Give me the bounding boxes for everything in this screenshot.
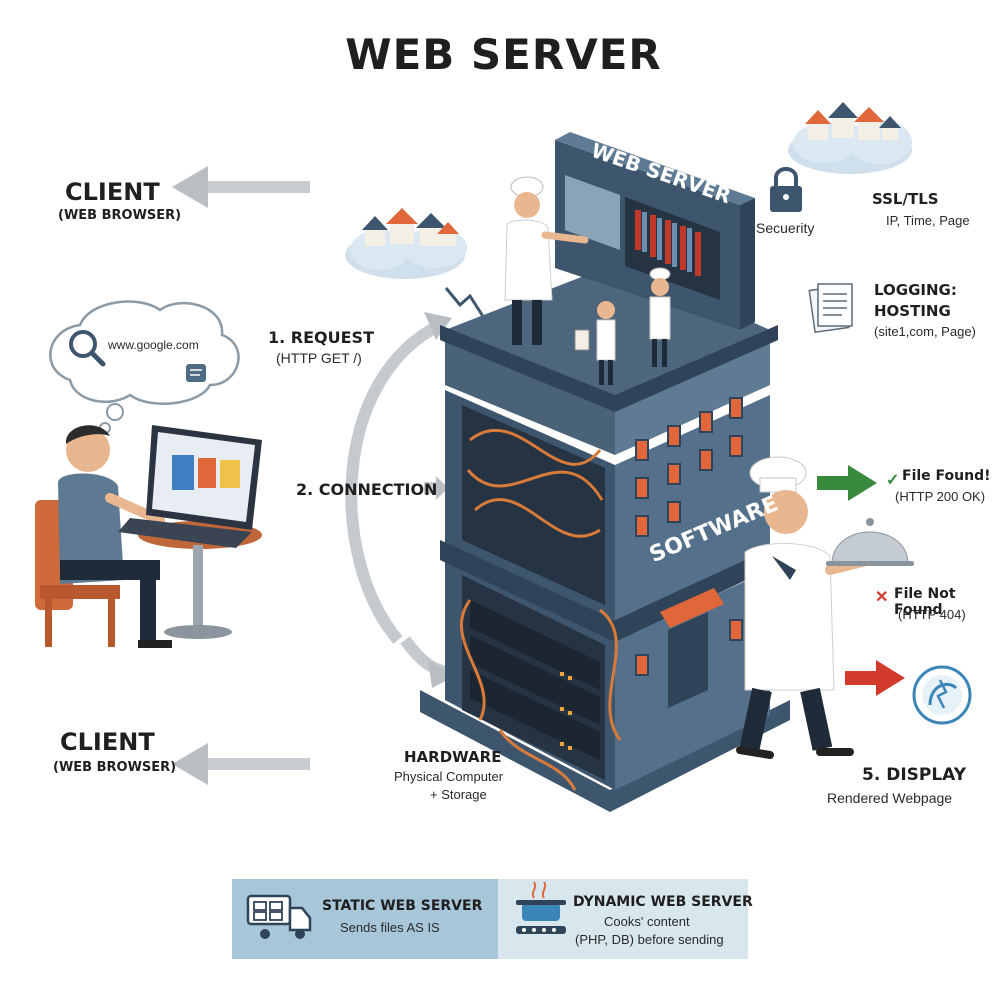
- connection-arrow: [424, 476, 448, 500]
- chef-small-2: [649, 267, 671, 367]
- cooking-pot-icon: [516, 881, 566, 934]
- hardware-line1: Physical Computer: [394, 769, 504, 784]
- client-bottom-sub: (WEB BROWSER): [53, 760, 177, 775]
- client-top-heading: CLIENT: [65, 178, 160, 206]
- connection-heading: 2. CONNECTION: [296, 480, 438, 499]
- server-building: [420, 132, 790, 812]
- search-icon: [69, 330, 97, 358]
- client-person-illustration: [35, 425, 262, 648]
- dynamic-line1: Cooks' content: [604, 914, 690, 929]
- static-desc: Sends files AS IS: [340, 920, 440, 935]
- document-icon: [186, 364, 206, 382]
- truck-icon: [246, 894, 312, 939]
- x-icon: ✕: [875, 589, 888, 606]
- city-cloud-left: [345, 208, 467, 279]
- chef-serving: [736, 456, 914, 759]
- static-title: STATIC WEB SERVER: [322, 898, 483, 914]
- broken-display-icon: [912, 665, 972, 725]
- city-cloud-right: [788, 102, 912, 174]
- dynamic-title: DYNAMIC WEB SERVER: [573, 894, 753, 910]
- client-bottom-arrow: [172, 743, 310, 785]
- file-not-found-heading: File Not Found: [894, 586, 956, 618]
- ssl-heading: SSL/TLS: [872, 190, 939, 208]
- hardware-line2: + Storage: [430, 787, 487, 802]
- ssl-sub: IP, Time, Page: [886, 213, 970, 228]
- file-not-found-sub: (HTTP 404): [898, 607, 966, 622]
- hosting-heading: HOSTING: [874, 302, 951, 320]
- chef-on-roof: [504, 176, 589, 345]
- url-text: www.google.com: [108, 338, 199, 352]
- client-top-sub: (WEB BROWSER): [58, 208, 182, 223]
- display-sub: Rendered Webpage: [827, 790, 953, 806]
- file-found-heading: File Found!: [902, 468, 991, 484]
- file-found-sub: (HTTP 200 OK): [895, 489, 986, 504]
- request-flow-arrow: [345, 312, 455, 688]
- check-icon: ✓: [886, 472, 899, 489]
- thought-bubble: [49, 300, 240, 434]
- client-top-arrow: [172, 166, 310, 208]
- file-found-arrow: [817, 465, 877, 501]
- lock-icon: [770, 167, 802, 212]
- dynamic-line2: (PHP, DB) before sending: [575, 932, 724, 947]
- documents-icon: [808, 283, 853, 334]
- logging-sub: (site1,com, Page): [874, 324, 976, 339]
- chef-small-1: [574, 301, 616, 385]
- client-bottom-heading: CLIENT: [60, 728, 155, 756]
- lightning-icon: [444, 287, 486, 319]
- file-not-found-arrow: [845, 660, 905, 696]
- security-label: Secuerity: [756, 220, 815, 236]
- request-sub: (HTTP GET /): [276, 350, 362, 366]
- logging-heading: LOGGING:: [874, 281, 957, 299]
- hardware-heading: HARDWARE: [404, 748, 502, 766]
- display-heading: 5. DISPLAY: [862, 765, 967, 785]
- request-heading: 1. REQUEST: [268, 328, 374, 347]
- page-title: WEB SERVER: [345, 30, 662, 79]
